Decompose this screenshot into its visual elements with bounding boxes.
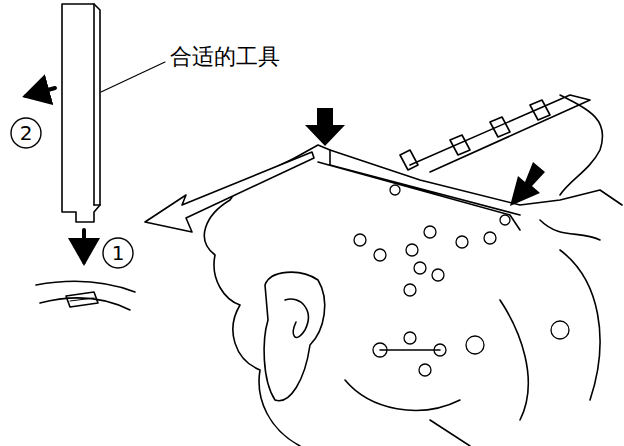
callout-number: 1 [112,243,125,263]
label-holder: 1 [112,243,125,264]
surface-line [40,298,130,310]
camshaft [400,95,603,195]
callout-circle [11,118,41,148]
removal-arrow [145,152,314,232]
engine-cover [204,145,622,446]
label-holder: 2 [20,123,33,144]
pointer-arrow [305,108,345,146]
timing-cover-window [264,272,325,400]
pointer-arrow [510,162,545,206]
move-arrow [26,88,55,96]
tool-edge [94,204,100,206]
surface-line [36,281,135,292]
insert-arrow [82,230,86,262]
slot [70,298,94,301]
part-label: 合适的工具 [170,46,280,68]
label-holder: 合适的工具 [170,46,280,68]
callout-number: 2 [20,123,33,143]
leader-line [101,62,165,92]
callout-circle [103,238,133,268]
tool [62,4,100,222]
tool-edge [93,4,95,205]
engine-detail [345,220,600,446]
bolt-holes [354,185,569,376]
slot [66,292,98,307]
engine-rail [318,150,520,230]
